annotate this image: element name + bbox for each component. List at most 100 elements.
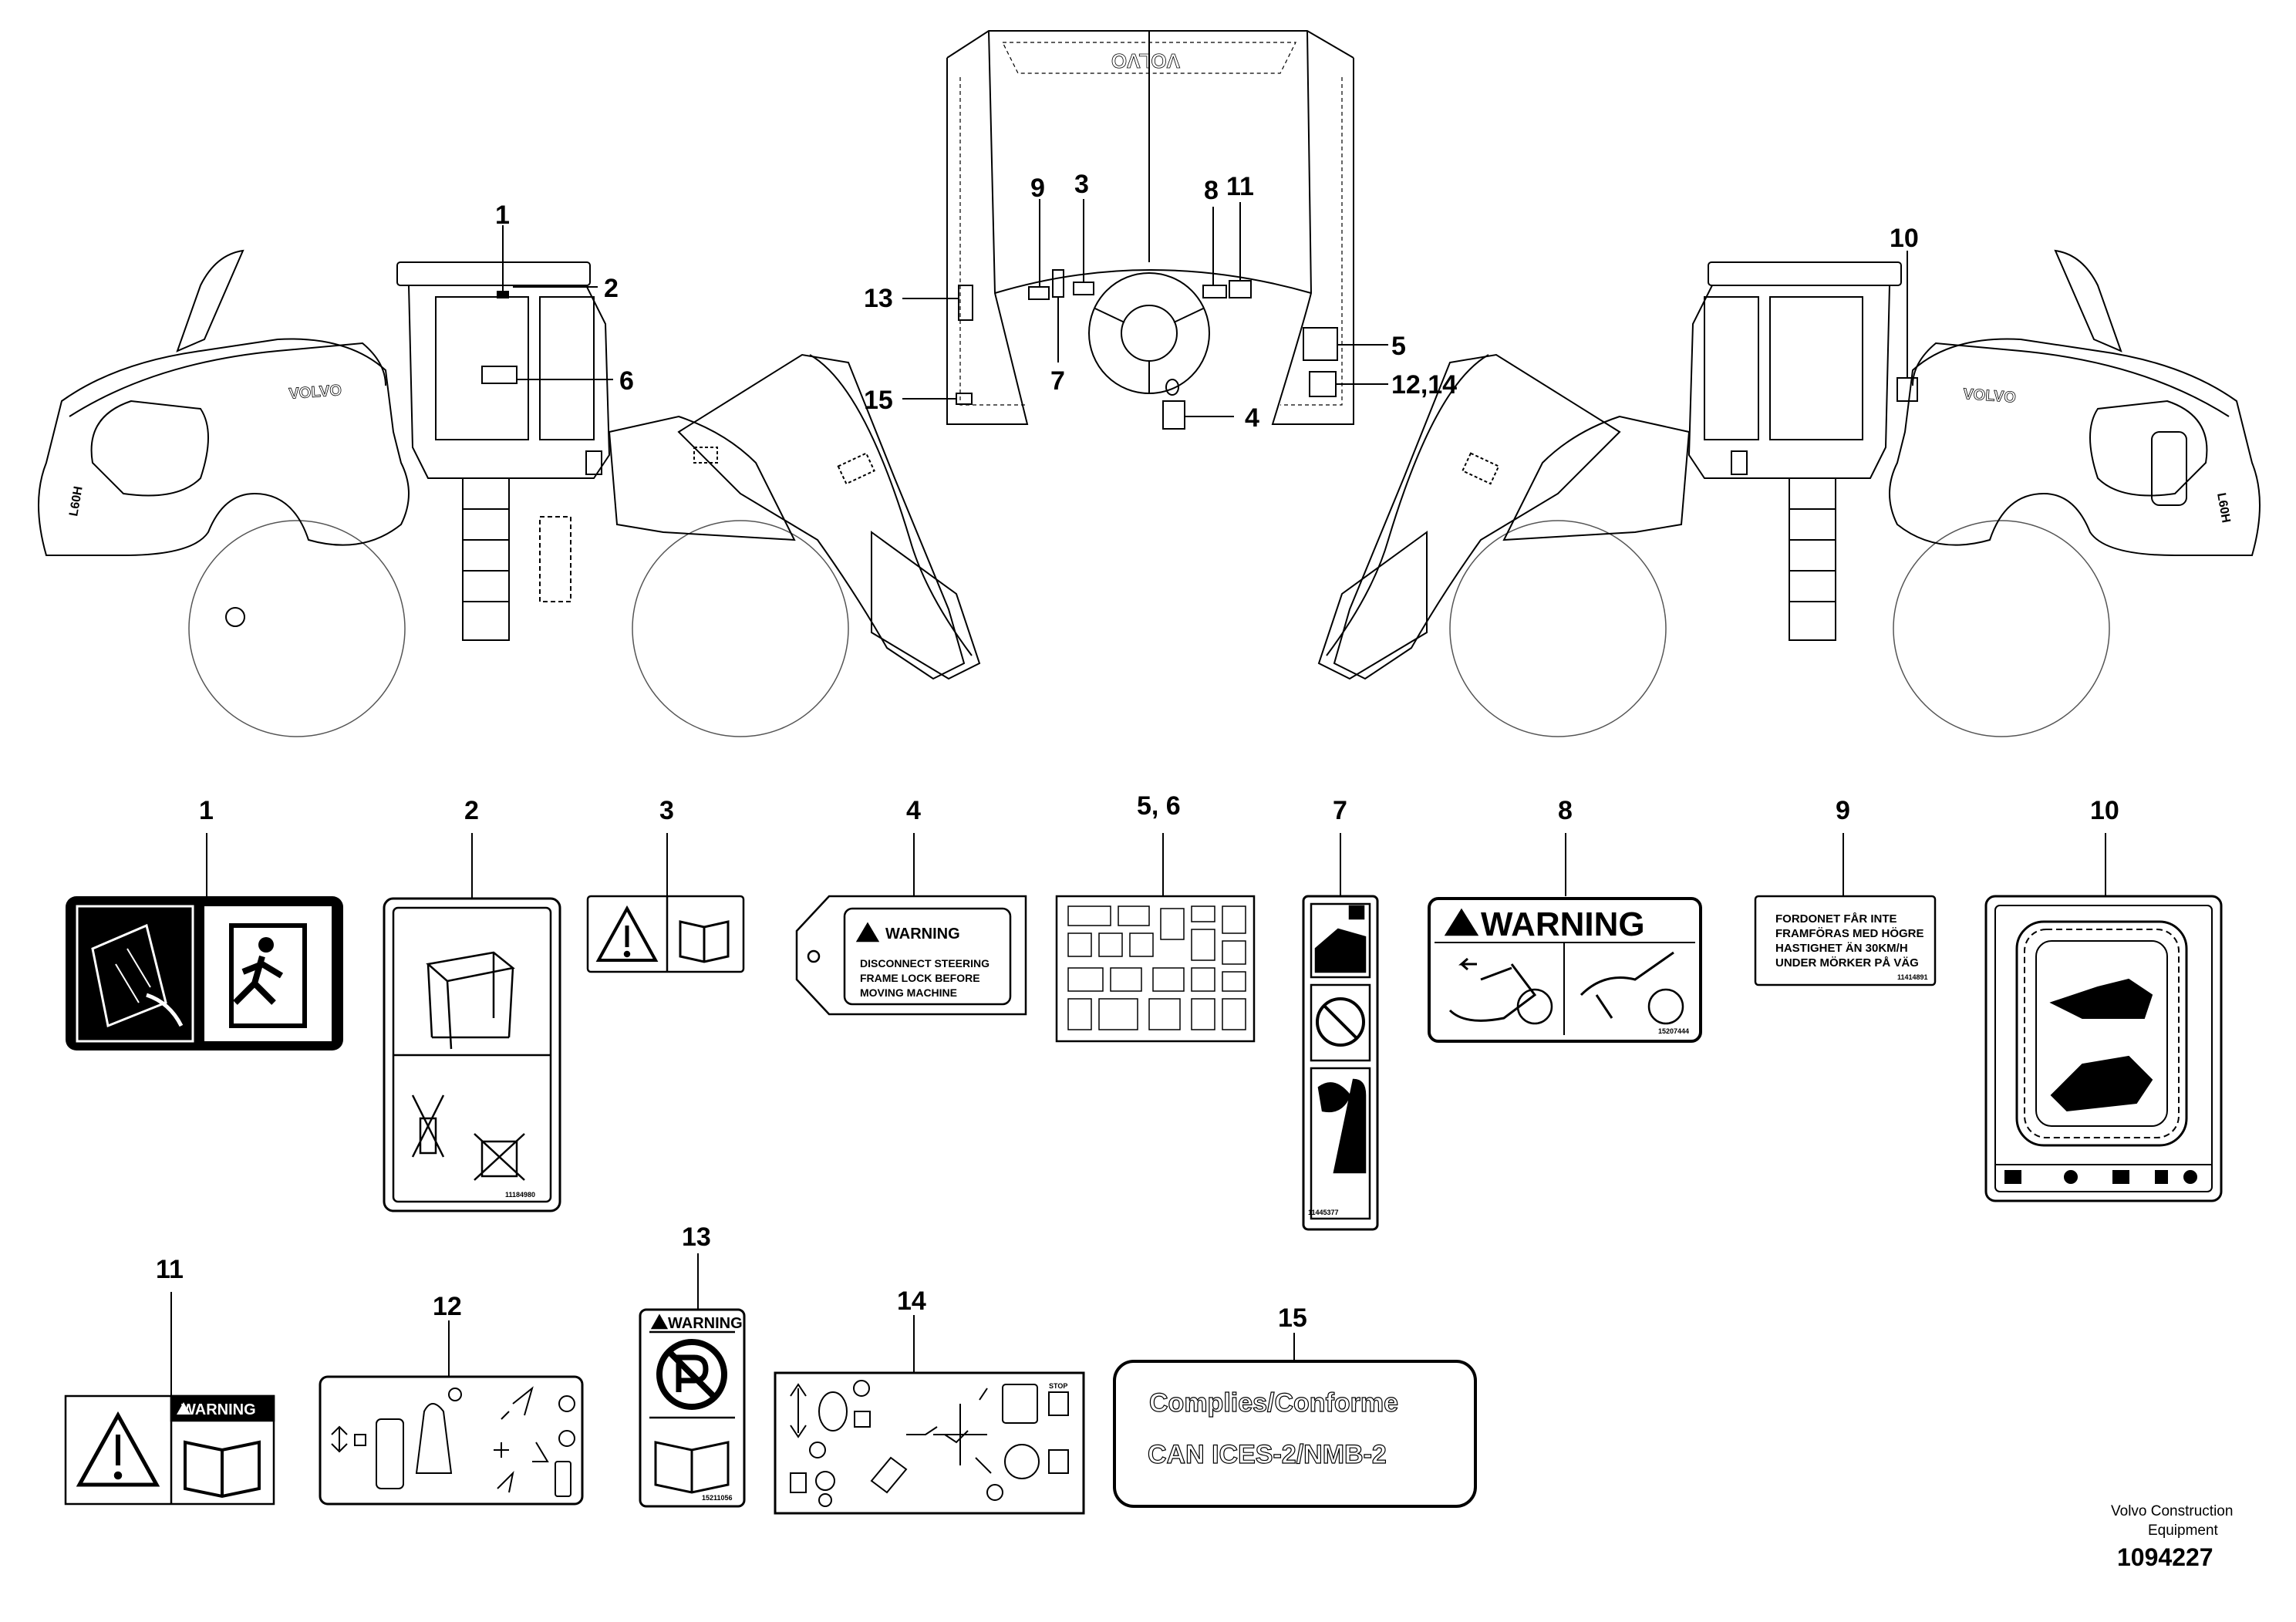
- callout-11-dash: 11: [1226, 172, 1254, 201]
- decal-label-15: 15: [1278, 1303, 1307, 1333]
- bucket-raise-icon: [1580, 951, 1674, 1019]
- manual-book-icon: [679, 920, 730, 963]
- decal-2-part-no: 11184980: [505, 1191, 535, 1199]
- decal-9-line3: HASTIGHET ÄN 30KM/H: [1775, 942, 1908, 955]
- decal-13-no-parking-warning: [639, 1308, 746, 1508]
- decal-label-13: 13: [682, 1222, 711, 1252]
- footer-company-line1: Volvo Construction: [2111, 1503, 2233, 1519]
- decal-label-2: 2: [464, 796, 479, 825]
- callout-7-dash: 7: [1050, 366, 1065, 396]
- right-brand-mark: VOLVO: [1963, 386, 2017, 406]
- decal-marker-4: [1162, 400, 1185, 430]
- decal-marker-12-14: [1309, 371, 1337, 397]
- decal-marker-13: [958, 285, 973, 321]
- decal-1-emergency-exit: [66, 896, 343, 1050]
- no-welding-icon: [411, 1094, 445, 1158]
- decal-label-4: 4: [906, 796, 921, 825]
- decal-marker-6: [481, 366, 518, 384]
- decal-4-line2: FRAME LOCK BEFORE: [860, 972, 980, 984]
- decal-9-line1: FORDONET FÅR INTE: [1775, 912, 1897, 926]
- decal-4-steering-lock-tag: [795, 895, 1027, 1016]
- decal-14-stop: STOP: [1049, 1382, 1067, 1390]
- decal-label-8: 8: [1558, 796, 1573, 825]
- decal-13-part-no: 15211056: [702, 1494, 733, 1502]
- callout-3-dash: 3: [1074, 170, 1089, 199]
- decal-8-heading: WARNING: [1481, 905, 1645, 943]
- decal-marker-7: [1052, 269, 1064, 298]
- decal-3-read-manual: [586, 895, 745, 973]
- decal-marker-15: [956, 393, 973, 405]
- decal-marker-9: [1028, 286, 1050, 300]
- decal-marker-8: [1202, 285, 1227, 298]
- decal-15-compliance: [1113, 1360, 1477, 1508]
- manual-book-icon: [654, 1441, 730, 1494]
- decal-label-11: 11: [156, 1255, 184, 1284]
- bucket-lower-icon: [1448, 963, 1537, 1022]
- right-front-wheel: [1449, 520, 1667, 737]
- decal-7-part-no: 11445377: [1308, 1209, 1339, 1216]
- no-seatbelt-icon: [1316, 997, 1365, 1047]
- decal-9-line2: FRAMFÖRAS MED HÖGRE: [1775, 927, 1924, 940]
- exit-door-icon: [229, 923, 307, 1028]
- decal-10-hitch-pattern: [1984, 895, 2223, 1202]
- decal-4-heading: WARNING: [885, 926, 960, 943]
- decal-marker-5: [1303, 327, 1338, 361]
- callout-9-dash: 9: [1030, 174, 1045, 203]
- machine-right-view: [1317, 249, 2261, 737]
- callout-8-dash: 8: [1204, 176, 1219, 205]
- decal-marker-1: [497, 291, 509, 298]
- warning-triangle-icon: [595, 905, 659, 962]
- front-wheel: [632, 520, 849, 737]
- callout-4-dash: 4: [1245, 403, 1259, 433]
- callout-10-right: 10: [1890, 224, 1919, 253]
- decal-11-read-manual-warning: [64, 1394, 275, 1506]
- decal-12-lever-functions: [319, 1375, 584, 1506]
- decal-15-line2: CAN ICES-2/NMB-2: [1148, 1440, 1387, 1469]
- seated-operator-icon: [1317, 1078, 1367, 1174]
- decal-4-line1: DISCONNECT STEERING: [860, 957, 990, 969]
- decal-13-heading: WARNING: [668, 1315, 743, 1332]
- callout-5-dash: 5: [1391, 332, 1406, 361]
- decal-marker-3: [1073, 282, 1094, 295]
- decal-9-part-no: 11414891: [1897, 973, 1928, 981]
- left-model-badge: L60H: [67, 485, 86, 517]
- decal-label-7: 7: [1333, 796, 1347, 825]
- decal-label-3: 3: [659, 796, 674, 825]
- rops-frame-icon: [426, 951, 515, 1050]
- callout-15-dash: 15: [864, 386, 893, 415]
- decal-14-controls: [774, 1371, 1085, 1515]
- decal-8-part-no: 15207444: [1658, 1027, 1689, 1035]
- footer-drawing-number: 1094227: [2117, 1543, 2213, 1571]
- right-model-badge: L60H: [2214, 492, 2233, 524]
- manual-book-icon: [184, 1440, 261, 1499]
- decal-label-9: 9: [1836, 796, 1850, 825]
- loader-bottom-icon: [2050, 1055, 2153, 1112]
- decal-8-boom-warning: [1428, 897, 1702, 1043]
- loader-top-icon: [2049, 978, 2153, 1019]
- joystick-icon: [415, 1403, 453, 1474]
- machine-left-view: [38, 249, 981, 737]
- decal-11-heading: WARNING: [181, 1401, 256, 1418]
- callout-1-left: 1: [495, 201, 510, 230]
- decal-label-12: 12: [433, 1292, 462, 1321]
- decal-label-10: 10: [2090, 796, 2119, 825]
- decal-9-line4: UNDER MÖRKER PÅ VÄG: [1775, 956, 1919, 969]
- decal-2-rops-no-weld: [383, 897, 561, 1212]
- decal-4-line3: MOVING MACHINE: [860, 986, 957, 999]
- callout-2-left: 2: [604, 274, 619, 303]
- right-rear-wheel: [1893, 520, 2110, 737]
- no-parking-icon: [656, 1339, 727, 1410]
- decal-7-seatbelt: [1302, 895, 1379, 1231]
- callout-13-dash: 13: [864, 284, 893, 313]
- decal-9-speed-notice: [1754, 895, 1937, 986]
- decal-label-1: 1: [199, 796, 214, 825]
- decal-label-5-6: 5, 6: [1137, 791, 1181, 821]
- rear-wheel: [188, 520, 406, 737]
- decal-15-line1: Complies/Conforme: [1149, 1388, 1398, 1418]
- decal-marker-10: [1896, 377, 1918, 402]
- glass-break-hammer-icon: [91, 923, 167, 1028]
- footer-company-line2: Equipment: [2148, 1523, 2219, 1539]
- callout-6-left: 6: [619, 366, 634, 396]
- callout-12-14-dash: 12,14: [1391, 370, 1457, 400]
